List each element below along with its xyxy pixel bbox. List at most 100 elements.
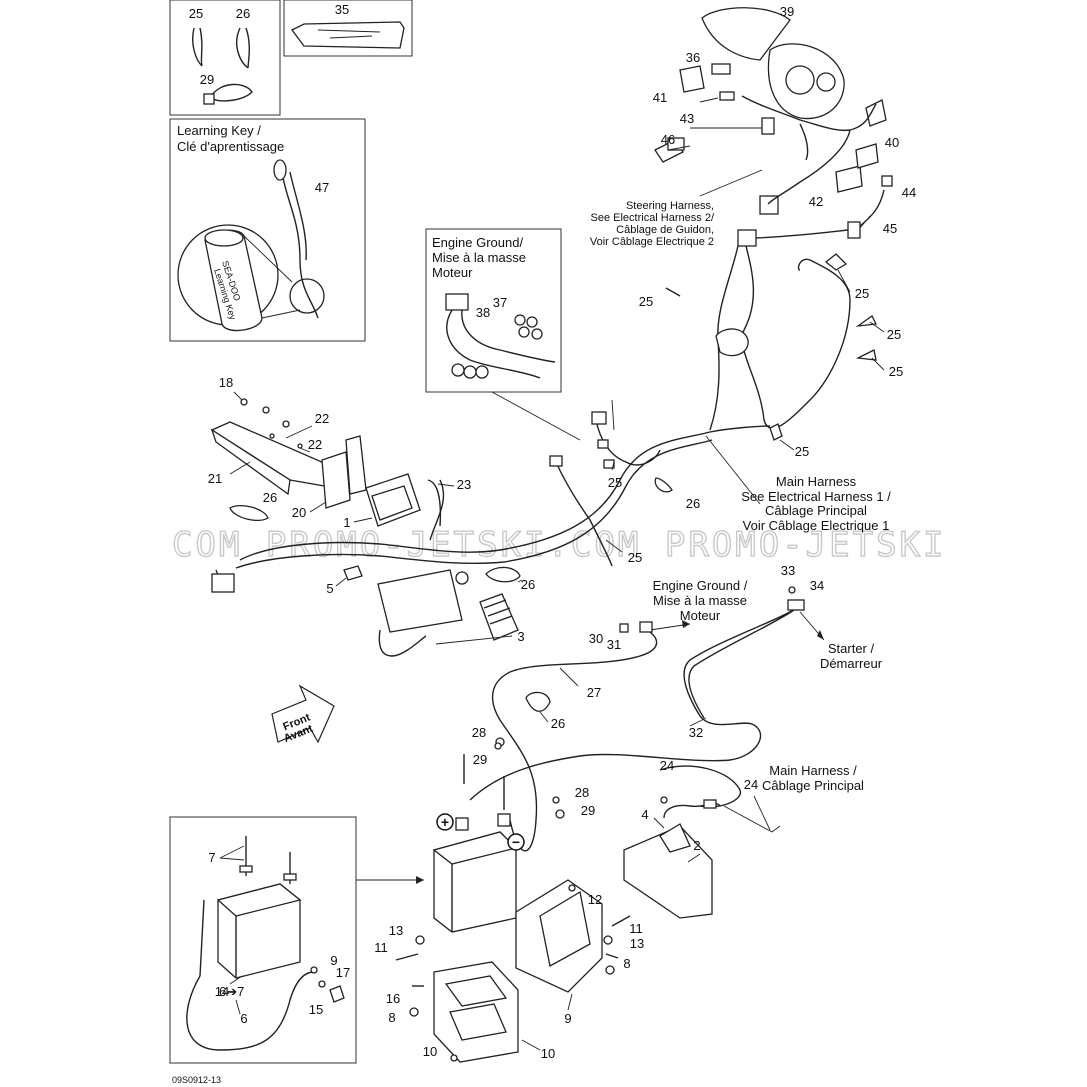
connector-icon bbox=[455, 571, 469, 585]
part-number-8: 8 bbox=[388, 1010, 395, 1025]
part-number-28: 28 bbox=[472, 725, 486, 740]
nut-30-icon bbox=[619, 623, 629, 633]
part-number-2: 2 bbox=[693, 838, 700, 853]
leader-line bbox=[491, 391, 581, 441]
terminal-29-icon bbox=[555, 809, 565, 819]
grommet-icon bbox=[715, 328, 749, 357]
learning-key-lanyard-icon bbox=[281, 171, 319, 319]
leader-line bbox=[219, 845, 245, 859]
leader-line bbox=[521, 1039, 541, 1051]
regulator-fin bbox=[489, 615, 513, 625]
washer-13-icon bbox=[415, 935, 425, 945]
leader-line bbox=[335, 577, 347, 587]
switch-body-icon bbox=[667, 137, 685, 151]
leader-line bbox=[517, 579, 523, 583]
part-number-25: 25 bbox=[639, 294, 653, 309]
leader-line bbox=[309, 501, 327, 513]
learning-key-cord-icon bbox=[289, 171, 307, 261]
leader-line bbox=[229, 461, 251, 475]
part-number-9: 9 bbox=[330, 953, 337, 968]
zoom-line bbox=[242, 234, 293, 283]
engine-ground-inset-line2: Mise à la masse bbox=[432, 250, 526, 265]
terminal-34-icon bbox=[787, 599, 805, 611]
regulator-fin bbox=[487, 607, 511, 617]
bracket-plate-icon bbox=[345, 435, 367, 495]
part-number-33: 33 bbox=[781, 563, 795, 578]
part-number-18: 18 bbox=[219, 375, 233, 390]
clamp-29-icon bbox=[209, 83, 253, 102]
part-number-26: 26 bbox=[551, 716, 565, 731]
gauge-cover-icon bbox=[701, 7, 791, 61]
part-number-24: 24 bbox=[660, 758, 674, 773]
regulator-3-icon bbox=[479, 593, 519, 641]
leader-line bbox=[233, 391, 243, 401]
part-number-29: 29 bbox=[473, 752, 487, 767]
ground-nut-icon bbox=[514, 314, 526, 326]
part-number-26: 26 bbox=[263, 490, 277, 505]
callout-text: See Electrical Harness 2/ bbox=[591, 212, 715, 224]
washer-icon bbox=[283, 873, 297, 881]
gauge-dial-icon bbox=[785, 65, 815, 95]
part-number-35: 35 bbox=[335, 2, 349, 17]
main-harness-wire bbox=[239, 425, 771, 561]
connector-45-icon bbox=[847, 221, 861, 239]
part-number-16: 16 bbox=[386, 991, 400, 1006]
main-harness-upper-wire bbox=[741, 245, 851, 429]
connector-icon bbox=[761, 117, 775, 135]
part-number-12: 12 bbox=[588, 892, 602, 907]
ground-nut-icon bbox=[531, 328, 543, 340]
callout-text: Main Harness bbox=[776, 474, 857, 489]
part-number-44: 44 bbox=[902, 185, 916, 200]
battery-post-icon bbox=[455, 817, 469, 831]
part-number-7: 7 bbox=[208, 850, 215, 865]
washer-9-icon bbox=[605, 965, 615, 975]
learning-key-small-circle bbox=[289, 278, 325, 314]
steering-harness-wire bbox=[755, 229, 849, 239]
ground-connector-icon bbox=[445, 293, 469, 311]
cable-tie-26-icon bbox=[229, 504, 269, 522]
part-number-25: 25 bbox=[889, 364, 903, 379]
switch-42-icon bbox=[835, 165, 863, 193]
leader-line bbox=[605, 539, 623, 553]
part-number-17: 17 bbox=[336, 965, 350, 980]
screw-12-icon bbox=[450, 1054, 458, 1062]
leader-line bbox=[235, 999, 241, 1015]
callout-text: Voir Câblage Electrique 1 bbox=[743, 518, 890, 533]
grease-tube-icon bbox=[291, 21, 405, 49]
cable-tie-26-icon bbox=[485, 566, 521, 583]
part-number-25: 25 bbox=[887, 327, 901, 342]
washer-13-icon bbox=[603, 935, 613, 945]
screw-icon bbox=[262, 406, 270, 414]
screw-12-icon bbox=[568, 884, 576, 892]
arrow-head-icon bbox=[416, 876, 424, 884]
leader-line bbox=[611, 461, 615, 471]
holder-window-icon bbox=[539, 890, 591, 967]
leader-line bbox=[559, 667, 579, 687]
part-number-43: 43 bbox=[680, 111, 694, 126]
part-number-10: 10 bbox=[423, 1044, 437, 1059]
connector-icon bbox=[603, 459, 615, 469]
washer-icon bbox=[239, 865, 253, 873]
tie-wrap-icon bbox=[665, 287, 681, 297]
part-number-10: 10 bbox=[541, 1046, 555, 1061]
negative-sign: − bbox=[512, 834, 520, 850]
part-number-11: 11 bbox=[629, 921, 643, 936]
fuse-box-wire bbox=[378, 629, 427, 657]
screw-11-icon bbox=[395, 953, 419, 961]
leader-line bbox=[869, 321, 885, 333]
part-number-30: 30 bbox=[589, 631, 603, 646]
battery-detail-top-icon bbox=[216, 883, 302, 917]
battery-vent-tube-16 bbox=[186, 971, 315, 1051]
steering-harness-wire bbox=[741, 95, 877, 132]
part-number-5: 5 bbox=[326, 581, 333, 596]
callout-text: Câblage Principal bbox=[762, 778, 864, 793]
part-number-20: 20 bbox=[292, 505, 306, 520]
ground-ring-terminal-icon bbox=[463, 365, 477, 379]
main-harness-2-callout: Main Harness / Câblage Principal bbox=[762, 763, 864, 793]
engine-ground-inset-line3: Moteur bbox=[432, 265, 473, 280]
part-number-47: 47 bbox=[315, 180, 329, 195]
part-number-25: 25 bbox=[628, 550, 642, 565]
main-harness-branch-wire bbox=[595, 419, 661, 466]
